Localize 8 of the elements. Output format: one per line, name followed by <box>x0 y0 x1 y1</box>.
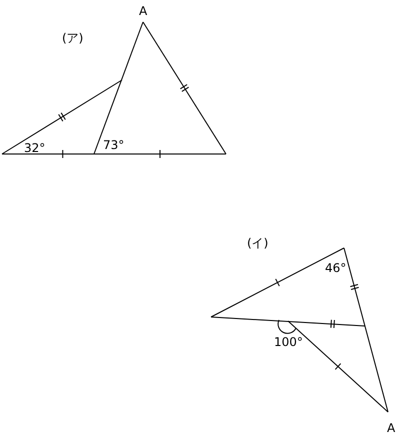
vertex-label: A <box>139 4 148 18</box>
angle-label: 100° <box>274 335 303 349</box>
figure-label: (ア) <box>62 31 84 45</box>
vertex-label: A <box>387 421 396 435</box>
angle-label: 73° <box>103 138 124 152</box>
figure-label: (イ) <box>247 236 268 250</box>
angle-label: 32° <box>24 141 46 155</box>
angle-label: 46° <box>325 261 346 275</box>
